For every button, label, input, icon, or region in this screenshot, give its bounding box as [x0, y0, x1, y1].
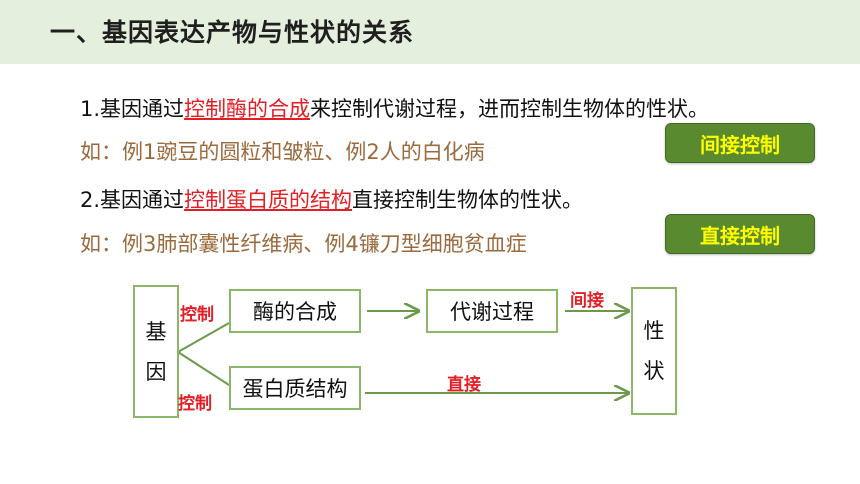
gene-char-1: 基 — [145, 319, 167, 344]
trait-box: 性 状 — [631, 287, 677, 415]
statement-1: 1.基因通过控制酶的合成来控制代谢过程，进而控制生物体的性状。 — [80, 93, 709, 123]
statement-2-prefix: 2.基因通过 — [80, 188, 185, 212]
direct-label: 直接 — [447, 375, 481, 395]
statement-2: 2.基因通过控制蛋白质的结构直接控制生物体的性状。 — [80, 184, 583, 214]
statement-1-prefix: 1.基因通过 — [80, 97, 185, 121]
branch-line-top — [177, 322, 230, 353]
trait-char-2: 状 — [643, 359, 665, 383]
direct-control-badge: 直接控制 — [665, 214, 815, 254]
control-label-bottom: 控制 — [178, 394, 212, 414]
statement-1-highlight: 控制酶的合成 — [184, 97, 311, 121]
metabolism-box: 代谢过程 — [426, 289, 558, 333]
page-title: 一、基因表达产物与性状的关系 — [50, 18, 415, 47]
indirect-label: 间接 — [570, 291, 604, 311]
control-label-top: 控制 — [180, 305, 214, 325]
statement-2-suffix: 直接控制生物体的性状。 — [352, 188, 584, 212]
statement-2-highlight: 控制蛋白质的结构 — [184, 188, 353, 212]
trait-char-1: 性 — [643, 319, 665, 343]
example-1: 如：例1豌豆的圆粒和皱粒、例2人的白化病 — [80, 140, 485, 164]
example-2: 如：例3肺部囊性纤维病、例4镰刀型细胞贫血症 — [80, 232, 527, 256]
gene-box: 基 因 — [133, 285, 179, 418]
gene-char-2: 因 — [145, 359, 167, 384]
enzyme-synthesis-box: 酶的合成 — [229, 289, 361, 333]
title-bar: 一、基因表达产物与性状的关系 — [0, 0, 860, 64]
branch-line-bottom — [177, 351, 230, 386]
statement-1-suffix: 来控制代谢过程，进而控制生物体的性状。 — [310, 97, 710, 121]
indirect-control-badge: 间接控制 — [665, 123, 815, 163]
protein-structure-box: 蛋白质结构 — [229, 366, 361, 410]
